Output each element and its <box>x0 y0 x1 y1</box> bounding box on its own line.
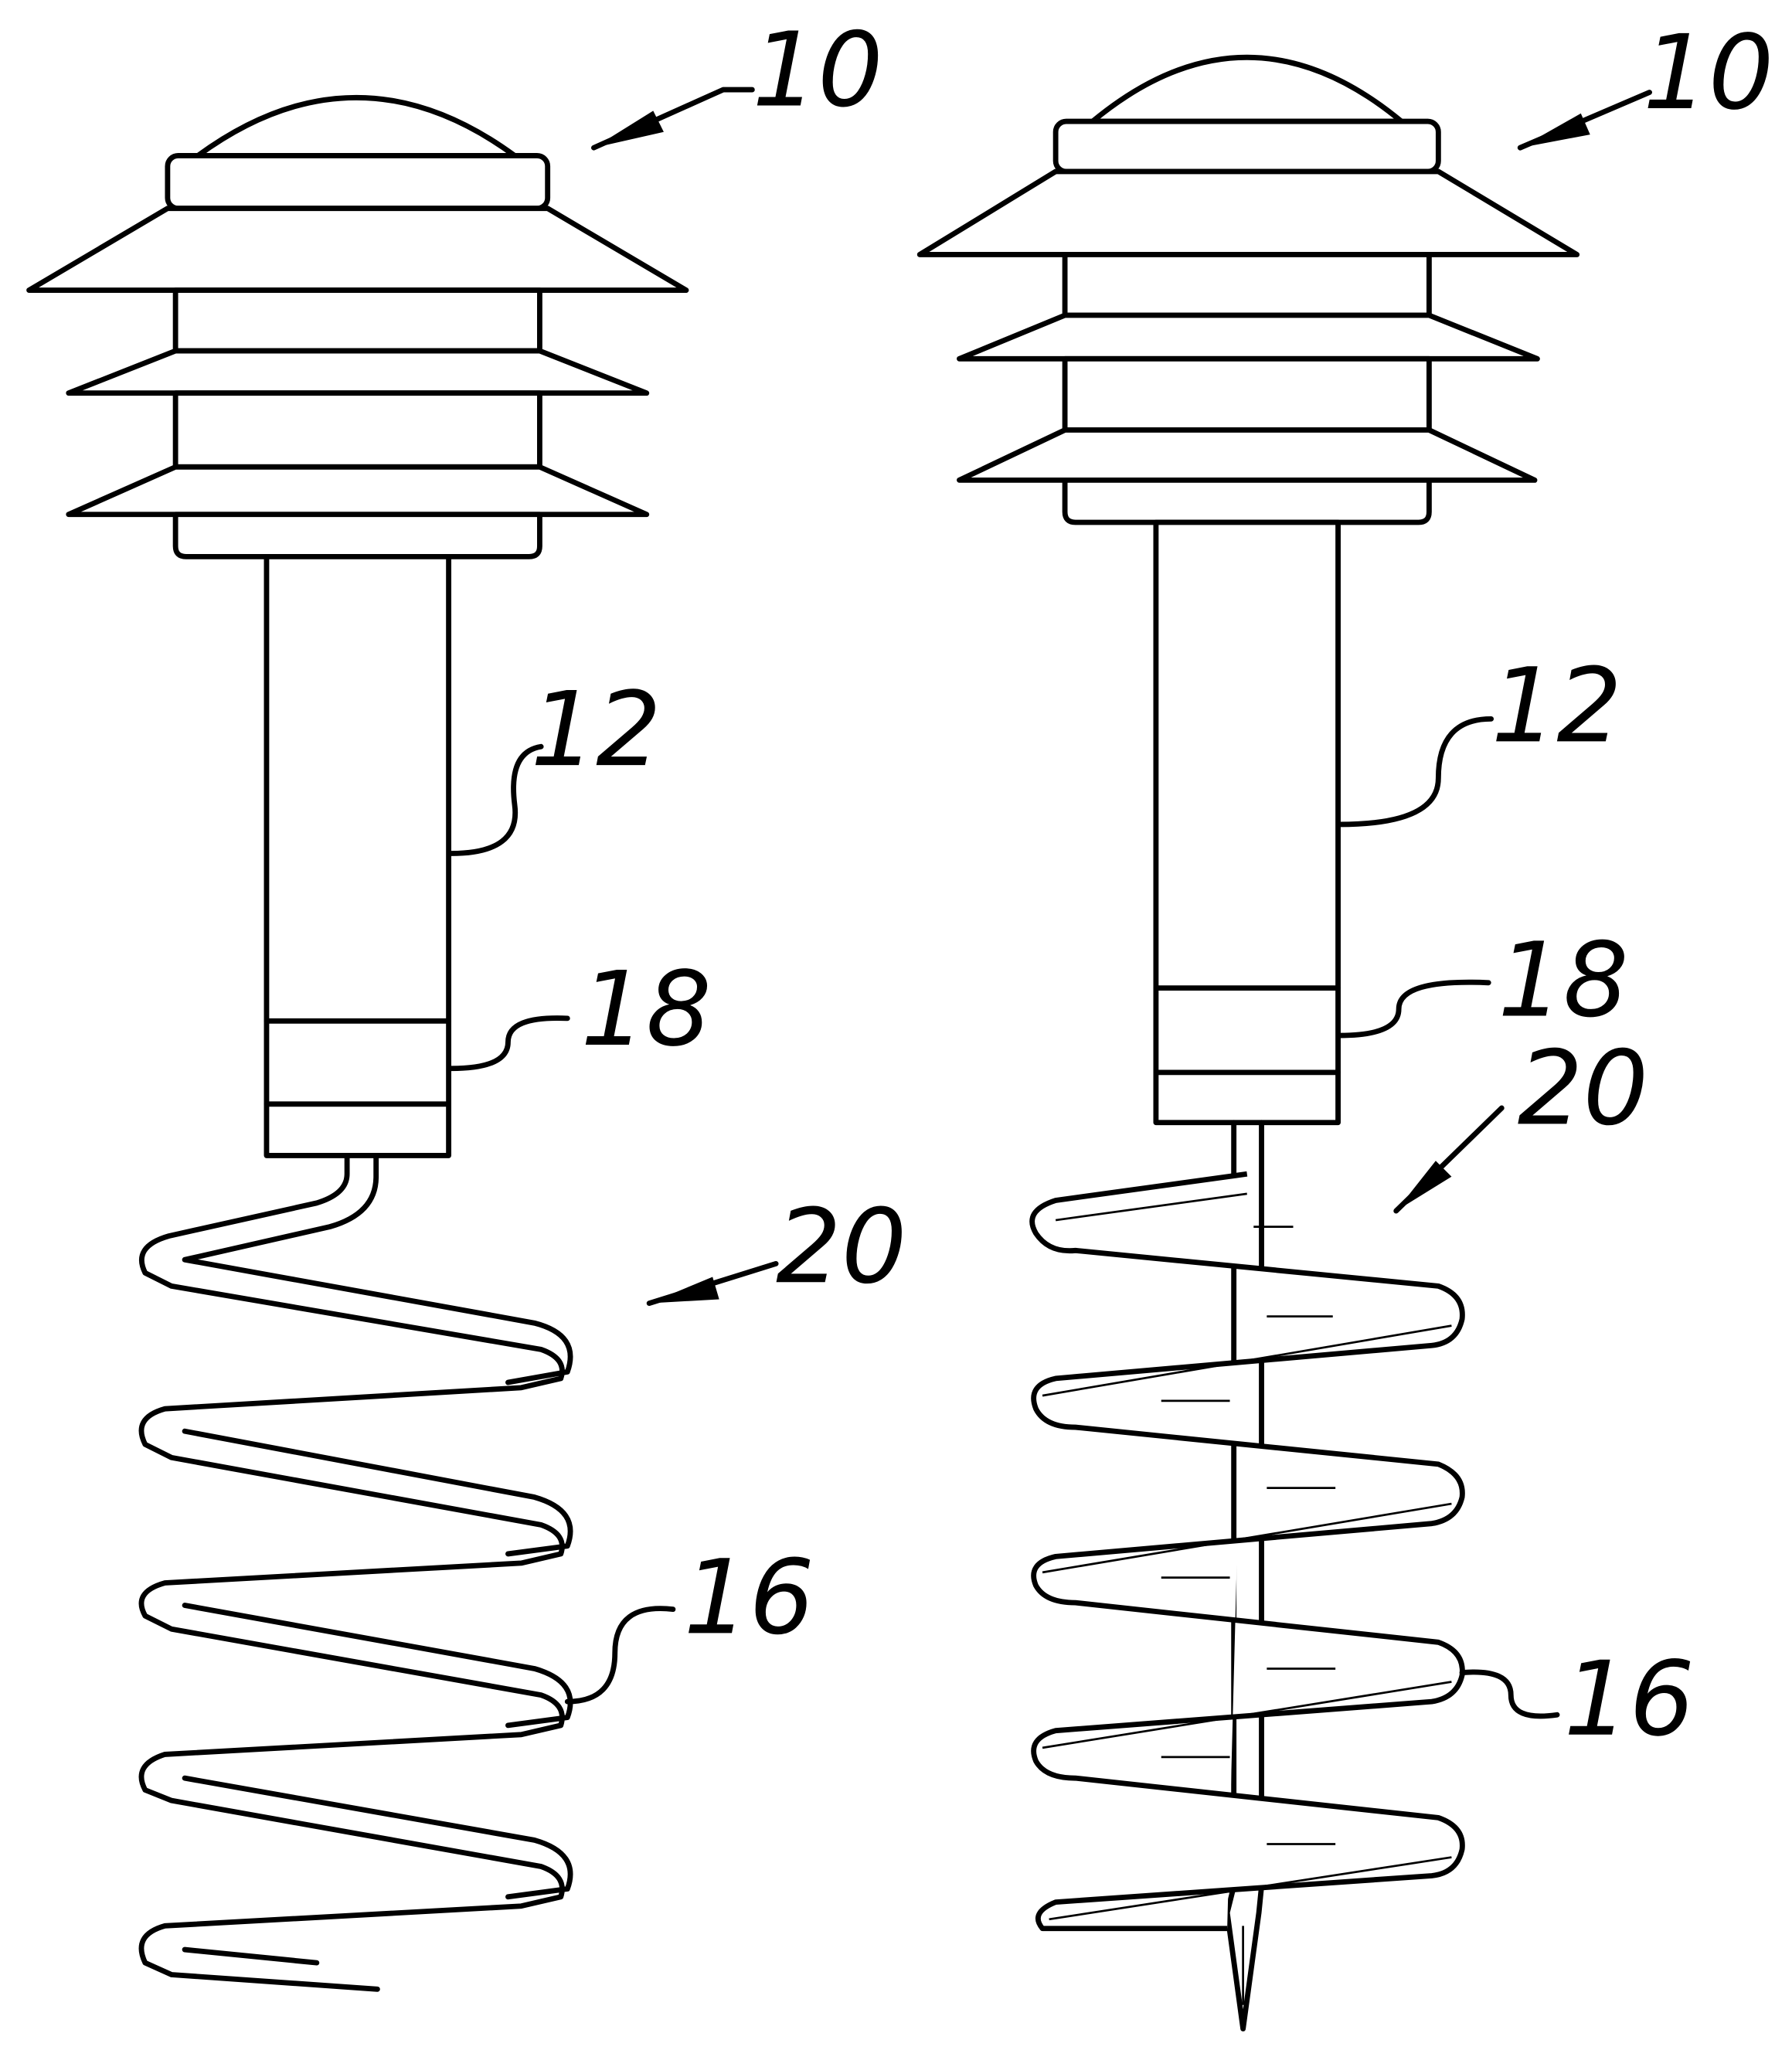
left-label-18: 18 <box>580 950 711 1069</box>
left-label-12: 12 <box>530 670 661 790</box>
left-lamp-head <box>29 97 686 556</box>
right-label-20: 20 <box>1518 1028 1648 1148</box>
left-figure: 10 12 18 20 16 <box>29 11 907 1990</box>
right-label-12: 12 <box>1491 646 1622 766</box>
right-label-18: 18 <box>1498 920 1628 1040</box>
left-label-16: 16 <box>684 1538 814 1657</box>
right-lamp-head <box>920 57 1576 522</box>
right-label-10: 10 <box>1643 13 1773 133</box>
left-label-20: 20 <box>776 1187 906 1307</box>
right-label-16: 16 <box>1564 1640 1695 1759</box>
left-stake-tube <box>267 556 449 1155</box>
right-coil <box>1032 1174 1463 1928</box>
left-label-10: 10 <box>752 11 882 131</box>
right-figure: 10 12 18 20 16 <box>920 13 1773 2028</box>
left-coil <box>141 1155 570 1989</box>
right-stake-tube <box>1156 522 1338 1123</box>
